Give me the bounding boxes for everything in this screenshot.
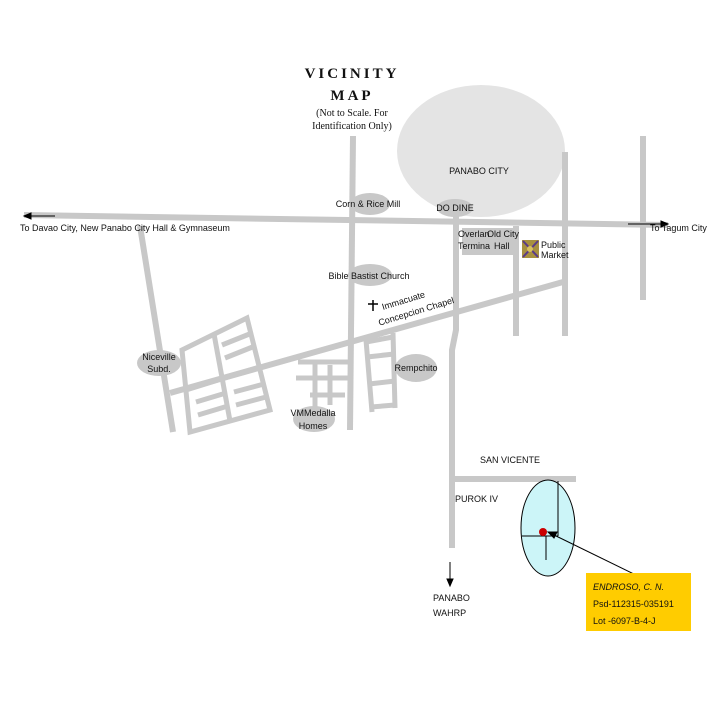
roads (23, 135, 669, 548)
site-area (520, 479, 576, 577)
bible-baptist-spot (348, 264, 392, 286)
lot-info-box (586, 573, 691, 631)
vmmedalla-label-2: Homes (299, 421, 328, 431)
niceville-spot (137, 350, 181, 376)
overland-terminal-label-2: Termina (458, 241, 490, 251)
overland-terminal-label-1: Overlan (458, 229, 490, 239)
panabo-city-area (397, 85, 565, 217)
vmmedalla-spot (293, 406, 335, 432)
south-direction-label-1: PANABO (433, 593, 470, 603)
chapel-cross-icon (368, 300, 378, 311)
map-title-line1: VICINITY (305, 66, 400, 82)
lot-psd: Psd-112315-035191 (593, 599, 674, 609)
do-dine-spot (437, 199, 473, 217)
lot-owner: ENDROSO, C. N. (593, 582, 664, 592)
purok-label: PUROK IV (455, 494, 498, 504)
rempchito-spot (395, 354, 437, 382)
map-title-line2: MAP (330, 88, 373, 104)
map-note-line1: (Not to Scale. For (316, 108, 388, 119)
terminal-hall-block (462, 228, 516, 255)
san-vicente-label: SAN VICENTE (480, 455, 540, 465)
do-dine-label: DO DINE (436, 203, 474, 213)
rempchito-label: Rempchito (394, 363, 437, 373)
site-marker (539, 528, 547, 536)
old-city-hall-label-2: Hall (494, 241, 510, 251)
old-city-hall-label-1: Old City (487, 229, 520, 239)
vmmedalla-label-1: VMMedalla (290, 408, 335, 418)
public-market-label-2: Market (541, 250, 569, 260)
corn-rice-mill-label: Corn & Rice Mill (336, 199, 401, 209)
bible-baptist-label: Bible Bastist Church (328, 271, 409, 281)
niceville-label-1: Niceville (142, 352, 176, 362)
south-direction-label-2: WAHRP (433, 608, 466, 618)
public-market-label-1: Public (541, 240, 566, 250)
pointer-arrow (546, 531, 637, 576)
east-direction-label: To Tagum City (650, 223, 707, 233)
direction-arrows (22, 212, 670, 588)
west-direction-label: To Davao City, New Panabo City Hall & Gy… (20, 223, 230, 233)
niceville-label-2: Subd. (147, 364, 171, 374)
lot-number: Lot -6097-B-4-J (593, 616, 656, 626)
map-note-line2: Identification Only) (312, 121, 392, 132)
corn-rice-mill-spot (350, 193, 390, 215)
public-market-icon (522, 240, 539, 258)
city-label: PANABO CITY (449, 166, 509, 176)
